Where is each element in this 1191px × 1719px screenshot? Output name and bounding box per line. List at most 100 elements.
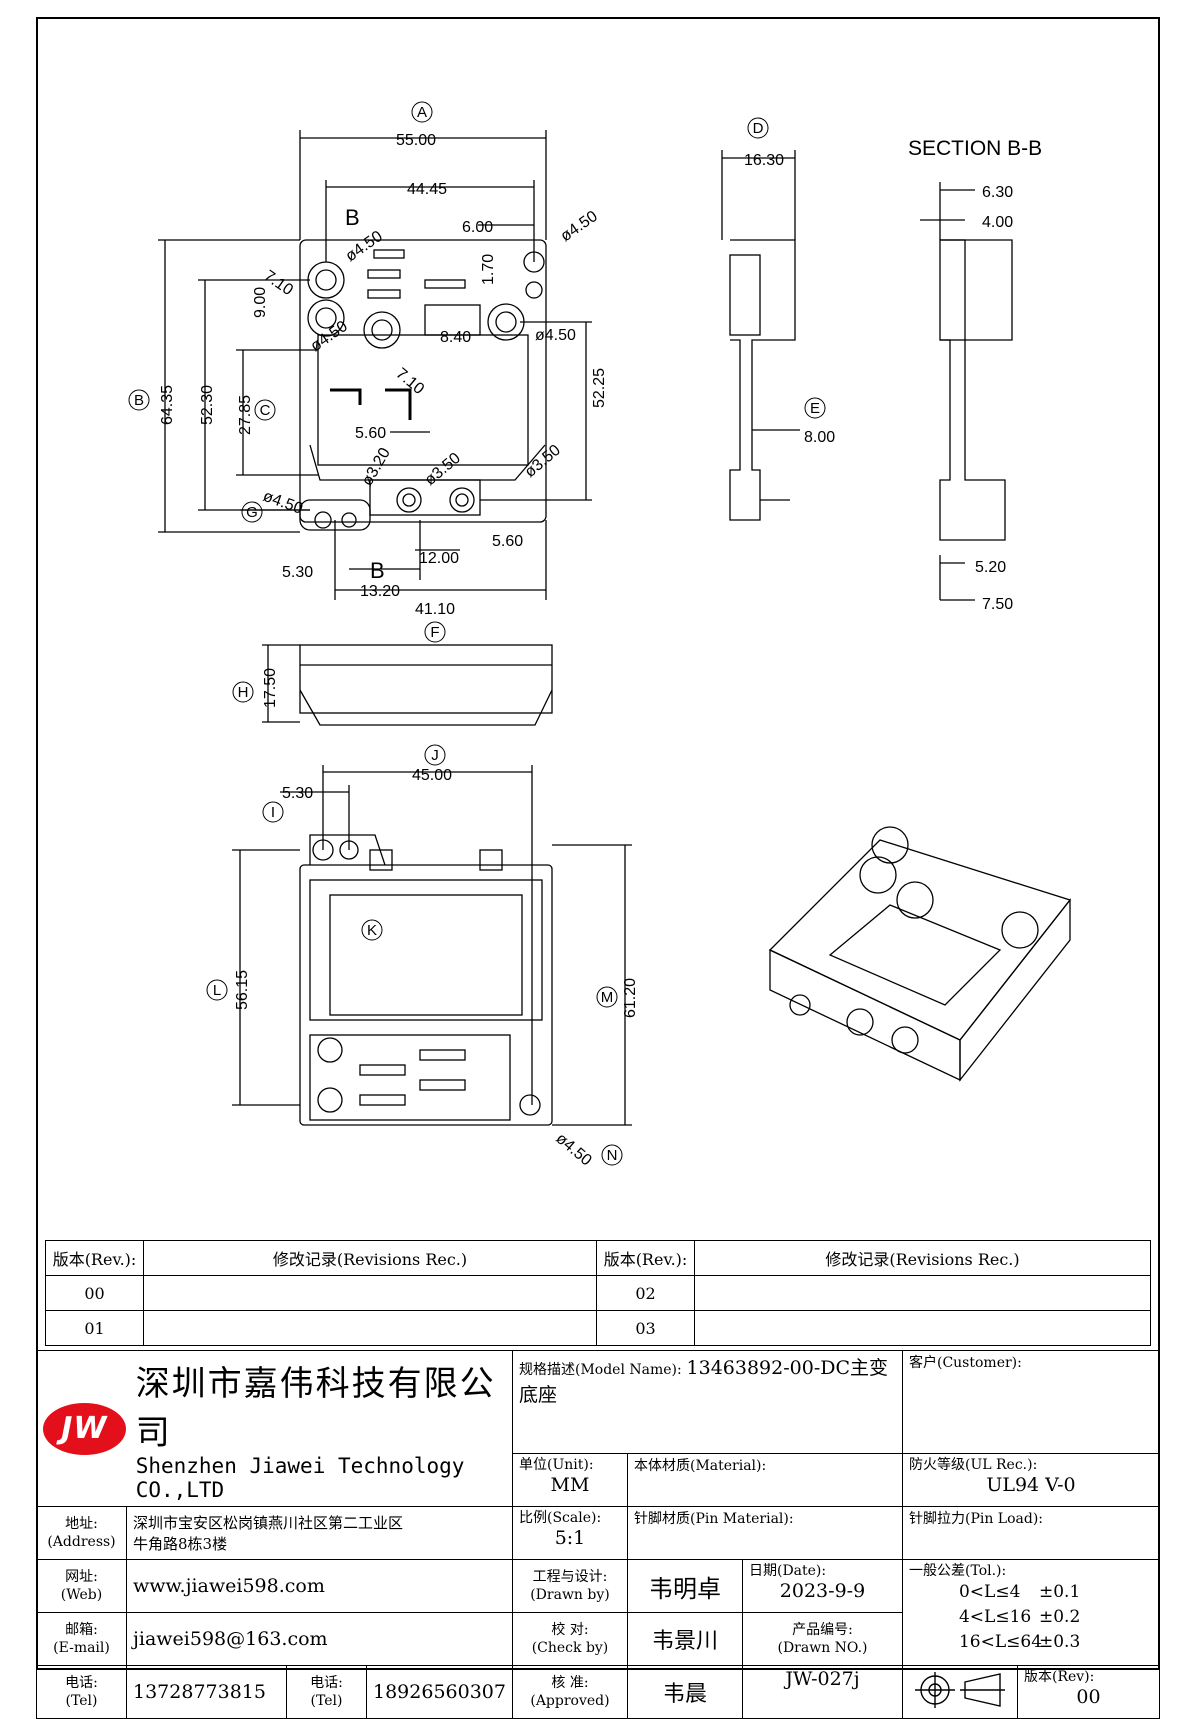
dim-text: ø4.50: [308, 318, 351, 355]
dim-text: 44.45: [407, 181, 447, 198]
drawing-no-label: 产品编号:: [792, 1622, 853, 1638]
bottom-view: [232, 765, 632, 1126]
date-label: 日期(Date):: [748, 1563, 827, 1579]
rev-rec-header: 修改记录(Revisions Rec.): [143, 1240, 597, 1276]
drawn-label: 工程与设计:: [532, 1569, 608, 1585]
svg-text:F: F: [430, 624, 439, 641]
drawing-no-value: JW-027j: [741, 1665, 903, 1719]
svg-text:D: D: [753, 120, 764, 137]
dim-text: 13.20: [360, 583, 400, 600]
label-g: G: [241, 501, 263, 523]
check-value: 韦景川: [626, 1612, 743, 1666]
label-j: J: [424, 744, 446, 766]
dim-text: 52.25: [591, 368, 608, 408]
svg-text:E: E: [810, 400, 820, 417]
dim-text: 6.00: [462, 219, 493, 236]
title-block: JW 深圳市嘉伟科技有限公司 Shenzhen Jiawei Technolog…: [36, 1350, 1161, 1719]
dim-text: 61.20: [622, 978, 639, 1018]
address-label: 地址:: [65, 1516, 98, 1532]
dim-text: ø4.50: [261, 488, 305, 518]
label-h: H: [232, 681, 254, 703]
dim-text: 4.00: [982, 214, 1013, 231]
svg-text:H: H: [238, 684, 249, 701]
dim-text: 17.50: [262, 668, 279, 708]
email-value: jiawei598@163.com: [126, 1612, 513, 1666]
svg-text:K: K: [367, 922, 377, 939]
tel-value-1: 13728773815: [126, 1665, 287, 1719]
rev-cell: [143, 1275, 597, 1311]
address-line1: 深圳市宝安区松岗镇燕川社区第二工业区: [133, 1514, 404, 1532]
rev-cell: 00: [45, 1275, 144, 1311]
scale-value: 5:1: [554, 1527, 586, 1549]
tel-label-en: (Tel): [310, 1693, 343, 1709]
rev-header: 版本(Rev.):: [596, 1240, 695, 1276]
dim-text: 5.60: [355, 425, 386, 442]
scale-label: 比例(Scale):: [518, 1510, 602, 1526]
dim-text: ø4.50: [552, 1130, 594, 1169]
pin-material-label: 针脚材质(Pin Material):: [633, 1511, 794, 1527]
approved-value: 韦晨: [626, 1665, 743, 1719]
label-c: C: [254, 399, 276, 421]
svg-text:A: A: [417, 104, 427, 121]
rev-value: 00: [1076, 1686, 1101, 1708]
approved-label: 核 准:: [551, 1675, 589, 1691]
dim-text: 16.30: [744, 152, 784, 169]
section-view: [920, 182, 1013, 601]
projection-icon: [914, 1672, 1005, 1708]
approved-label-en: (Approved): [530, 1693, 610, 1709]
top-view: [158, 130, 592, 600]
dim-text: 56.15: [234, 970, 251, 1010]
email-label-en: (E-mail): [53, 1640, 110, 1656]
table-row: 01 03: [45, 1310, 1151, 1346]
pin-load-label: 针脚拉力(Pin Load):: [908, 1511, 1044, 1527]
label-m: M: [596, 986, 618, 1008]
dim-text: 7.50: [982, 596, 1013, 613]
dim-text: 5.20: [975, 559, 1006, 576]
svg-text:J: J: [431, 747, 439, 764]
dim-text: ø4.50: [535, 327, 576, 344]
unit-label: 单位(Unit):: [518, 1457, 594, 1473]
dim-text: 55.00: [396, 132, 436, 149]
drawing-no-label-en: (Drawn NO.): [777, 1640, 868, 1656]
address-label-en: (Address): [47, 1534, 116, 1550]
dim-text: ø3.20: [359, 445, 394, 489]
dim-text: 6.30: [982, 184, 1013, 201]
drawn-label-en: (Drawn by): [530, 1587, 610, 1603]
tel-label: 电话:: [65, 1675, 98, 1691]
tol-value: ±0.2: [1038, 1607, 1081, 1627]
ul-value: UL94 V-0: [986, 1474, 1076, 1496]
tol-range: 16<L≤64: [958, 1632, 1043, 1652]
section-mark-bottom: B: [370, 558, 385, 583]
label-b: B: [128, 389, 150, 411]
ul-label: 防火等级(UL Rec.):: [908, 1457, 1038, 1473]
material-label: 本体材质(Material):: [633, 1458, 767, 1474]
rev-cell: 02: [596, 1275, 695, 1311]
dim-text: 5.60: [492, 533, 523, 550]
isometric-view: [768, 826, 1072, 1082]
label-n: N: [601, 1144, 623, 1166]
section-mark-top: B: [345, 205, 360, 230]
svg-text:L: L: [213, 982, 221, 999]
tol-value: ±0.1: [1038, 1582, 1081, 1602]
dim-text: 5.30: [282, 564, 313, 581]
address-line2: 牛角路8栋3楼: [133, 1535, 228, 1553]
web-value: www.jiawei598.com: [126, 1559, 513, 1613]
dim-text: ø4.50: [558, 208, 601, 245]
model-value: 13463892-00-DC主变底座: [518, 1357, 889, 1406]
dim-text: 12.00: [419, 550, 459, 567]
label-k: K: [361, 919, 383, 941]
tel-label: 电话:: [310, 1675, 343, 1691]
dim-text: 9.00: [252, 287, 269, 318]
dim-text: 8.40: [440, 329, 471, 346]
email-label: 邮箱:: [65, 1622, 98, 1638]
tol-value: ±0.3: [1038, 1632, 1081, 1652]
label-f: F: [424, 621, 446, 643]
check-label: 校 对:: [551, 1622, 589, 1638]
dim-text: 5.30: [282, 785, 313, 802]
front-view: [262, 644, 553, 726]
revision-table: 版本(Rev.): 修改记录(Revisions Rec.) 版本(Rev.):…: [45, 1240, 1151, 1346]
customer-label: 客户(Customer):: [908, 1355, 1022, 1371]
label-l: L: [206, 979, 228, 1001]
company-logo: JW: [43, 1402, 126, 1455]
projection-symbol: [901, 1665, 1018, 1719]
